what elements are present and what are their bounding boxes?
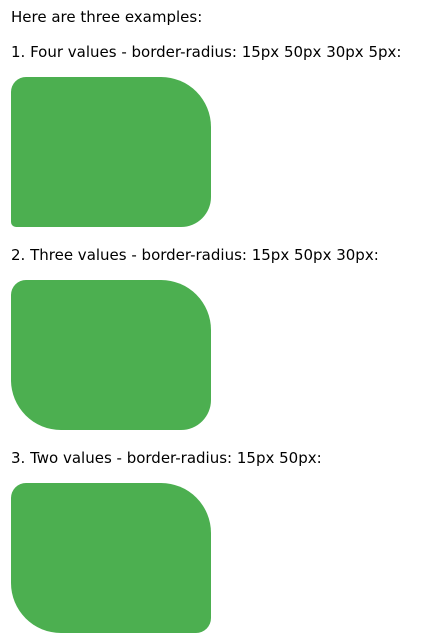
- example-1-caption: 1. Four values - border-radius: 15px 50p…: [11, 43, 402, 61]
- intro-text: Here are three examples:: [11, 8, 203, 26]
- example-1-rounded-box: [11, 77, 211, 227]
- example-2-caption: 2. Three values - border-radius: 15px 50…: [11, 246, 379, 264]
- example-2-rounded-box: [11, 280, 211, 430]
- example-3-caption: 3. Two values - border-radius: 15px 50px…: [11, 449, 322, 467]
- example-3-rounded-box: [11, 483, 211, 633]
